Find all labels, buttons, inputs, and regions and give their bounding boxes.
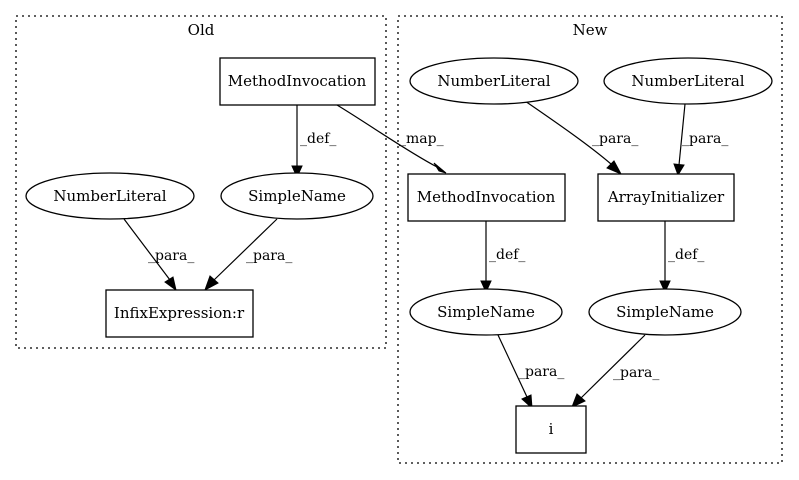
edge-old-para-1-label: _para_ [148,248,194,264]
edges: _def_ _map_ _para_ _para_ _para_ [123,100,728,410]
edge-new-para-2: _para_ [673,103,728,177]
edge-new-para-1: _para_ [524,100,638,176]
node-old-infix-expression[interactable]: InfixExpression:r [105,289,254,338]
edge-new-def-2-label: _def_ [668,247,704,263]
edge-new-para-1-label: _para_ [592,131,638,147]
cluster-old: Old [15,15,387,349]
node-label: NumberLiteral [53,187,166,205]
node-new-array-initializer[interactable]: ArrayInitializer [597,173,735,222]
edge-old-def-label: _def_ [300,131,336,147]
node-label: i [549,420,554,438]
node-label: MethodInvocation [417,188,556,206]
edge-old-para-1: _para_ [123,218,194,292]
node-label: SimpleName [616,303,714,321]
edge-new-para-3: _para_ [497,334,564,410]
node-old-simple-name[interactable]: SimpleName [220,172,374,220]
edge-new-para-2-label: _para_ [682,131,728,147]
edge-new-para-4: _para_ [571,334,659,408]
edge-old-para-2-label: _para_ [246,248,292,264]
node-label: NumberLiteral [631,72,744,90]
edge-new-def-1: _def_ [480,221,525,294]
node-new-number-literal-1[interactable]: NumberLiteral [409,57,579,105]
node-label: SimpleName [437,303,535,321]
edge-old-para-2: _para_ [204,218,292,292]
edge-new-def-1-label: _def_ [489,247,525,263]
node-new-method-invocation[interactable]: MethodInvocation [407,173,566,222]
node-label: InfixExpression:r [114,304,245,322]
node-new-number-literal-2[interactable]: NumberLiteral [603,57,773,105]
edge-new-para-3-label: _para_ [518,364,564,380]
node-label: SimpleName [248,187,346,205]
node-old-method-invocation[interactable]: MethodInvocation [219,57,376,106]
node-new-simple-name-2[interactable]: SimpleName [588,288,742,336]
edge-new-para-4-label: _para_ [613,365,659,381]
node-label: MethodInvocation [228,72,367,90]
cluster-old-label: Old [188,21,215,39]
cluster-new-label: New [573,21,608,39]
cluster-new: New [397,15,783,464]
node-old-number-literal[interactable]: NumberLiteral [25,172,195,220]
edge-map-label: _map_ [399,131,444,147]
edge-map: _map_ [336,104,447,174]
node-new-simple-name-1[interactable]: SimpleName [409,288,563,336]
edge-new-def-2: _def_ [659,221,704,294]
edge-old-def: _def_ [291,105,336,179]
node-label: ArrayInitializer [607,188,725,206]
node-new-i[interactable]: i [515,405,587,454]
node-label: NumberLiteral [437,72,550,90]
